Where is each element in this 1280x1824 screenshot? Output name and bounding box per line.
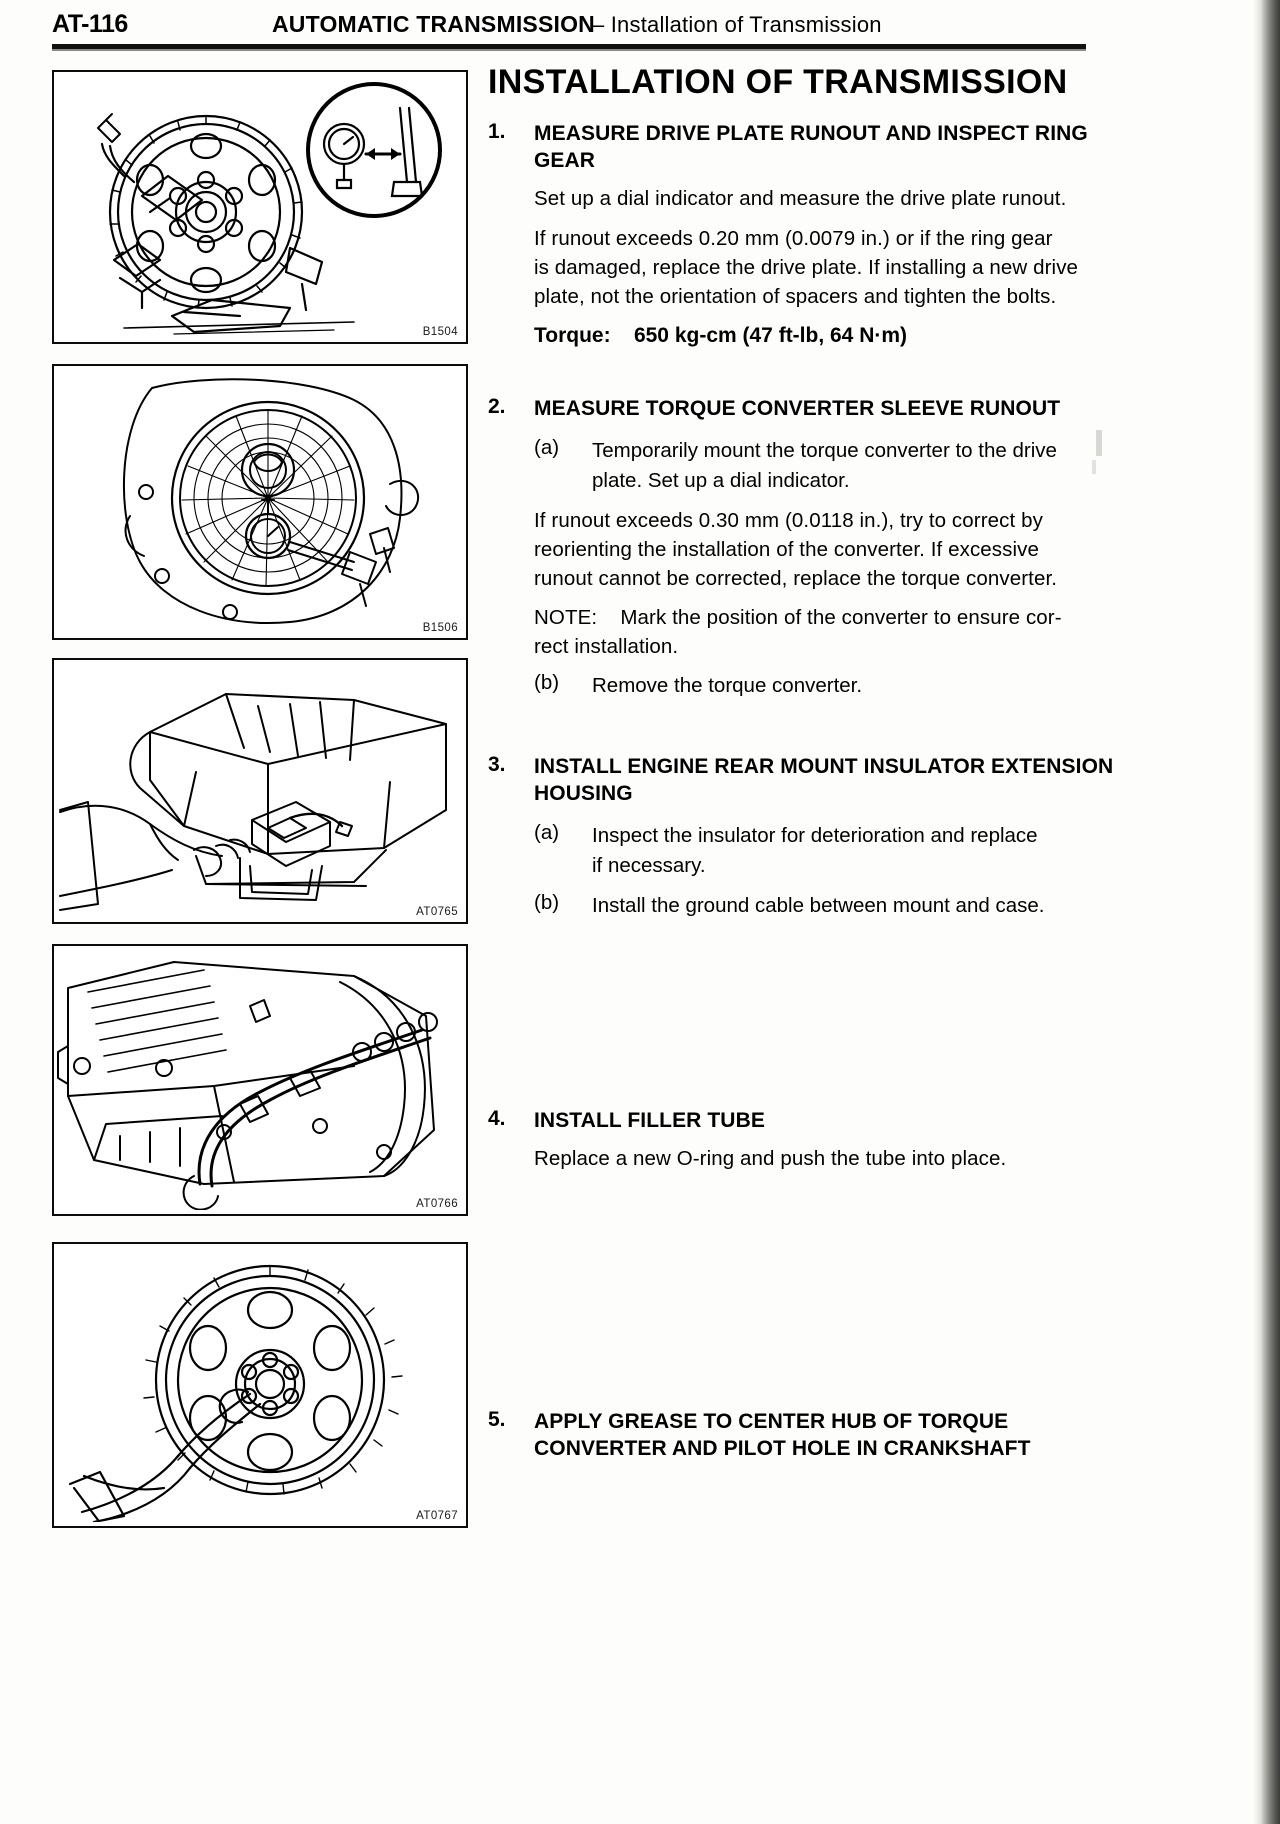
step-2-item-b-text: Remove the torque converter. [592, 674, 863, 697]
torque-value: 650 kg-cm (47 ft-lb, 64 N·m) [633, 324, 908, 347]
step-1: 1. MEASURE DRIVE PLATE RUNOUT AND INSPEC… [488, 120, 1188, 351]
step-3-number: 3. [488, 753, 506, 776]
step-5-number: 5. [488, 1408, 506, 1431]
step-2-paragraph-line3: runout cannot be corrected, replace the … [534, 567, 1058, 590]
step-2-item-a: (a) Temporarily mount the torque convert… [534, 436, 1188, 496]
note-label: NOTE: [534, 606, 598, 629]
step-2-heading: MEASURE TORQUE CONVERTER SLEEVE RUNOUT [534, 397, 1061, 420]
step-3-heading-line1: INSTALL ENGINE REAR MOUNT INSULATOR EXTE… [534, 755, 1114, 778]
step-3-item-a-line2: if necessary. [592, 854, 706, 877]
scan-artifact [1092, 460, 1096, 474]
step-1-heading-line2: GEAR [534, 149, 596, 172]
step-1-paragraph-2-line3: plate, not the orientation of spacers an… [534, 285, 1057, 308]
figure-4-drawing [57, 961, 438, 1210]
step-2-paragraph-line2: reorienting the installation of the conv… [534, 538, 1040, 561]
step-1-torque: Torque: 650 kg-cm (47 ft-lb, 64 N·m) [534, 321, 1188, 351]
step-3-item-a-line1: Inspect the insulator for deterioration … [592, 824, 1038, 847]
step-4-number: 4. [488, 1107, 506, 1130]
step-2-number: 2. [488, 395, 506, 418]
step-2-note-line2: rect installation. [534, 635, 679, 658]
step-1-paragraph-2-line1: If runout exceeds 0.20 mm (0.0079 in.) o… [534, 227, 1053, 250]
figure-engine-rear-mount-insulator-install: AT0765 [52, 658, 468, 924]
step-2-item-a-line2: plate. Set up a dial indicator. [592, 469, 850, 492]
header-title-bold: AUTOMATIC TRANSMISSION [272, 11, 595, 37]
step-3-item-b-text: Install the ground cable between mount a… [592, 894, 1045, 917]
figure-filler-tube-install: AT0766 [52, 944, 468, 1216]
step-5: 5. APPLY GREASE TO CENTER HUB OF TORQUE … [488, 1408, 1188, 1462]
page-header: AT-116 AUTOMATIC TRANSMISSION – Installa… [0, 0, 1100, 52]
step-2-item-b: (b) Remove the torque converter. [534, 671, 1188, 701]
step-3-item-b-label: (b) [534, 891, 560, 914]
page-edge-highlight [1252, 0, 1262, 1824]
step-1-paragraph-2-line2: is damaged, replace the drive plate. If … [534, 256, 1079, 279]
figure-drive-plate-runout-measurement: B1504 [52, 70, 468, 344]
figure-5-drawing [68, 1264, 403, 1522]
step-2: 2. MEASURE TORQUE CONVERTER SLEEVE RUNOU… [488, 395, 1188, 701]
step-3-heading-line2: HOUSING [534, 782, 633, 805]
step-5-heading-line1: APPLY GREASE TO CENTER HUB OF TORQUE [534, 1410, 1009, 1433]
step-2-item-a-line1: Temporarily mount the torque converter t… [592, 439, 1057, 462]
step-5-heading-line2: CONVERTER AND PILOT HOLE IN CRANKSHAFT [534, 1437, 1031, 1460]
step-4: 4. INSTALL FILLER TUBE Replace a new O-r… [488, 1107, 1188, 1174]
step-2-note-line1: NOTE: Mark the position of the converter… [534, 603, 1188, 632]
figure-code: AT0767 [416, 1510, 458, 1522]
page-number: AT-116 [52, 10, 128, 38]
step-2-paragraph-line1: If runout exceeds 0.30 mm (0.0118 in.), … [534, 509, 1043, 532]
step-4-heading: INSTALL FILLER TUBE [534, 1109, 765, 1132]
figure-apply-grease-center-hub: AT0767 [52, 1242, 468, 1528]
step-3-item-b: (b) Install the ground cable between mou… [534, 891, 1188, 921]
figure-code: AT0765 [416, 906, 458, 918]
step-1-paragraph-1: Set up a dial indicator and measure the … [534, 187, 1067, 210]
page-title: INSTALLATION OF TRANSMISSION [488, 63, 1068, 101]
step-3-item-a-label: (a) [534, 821, 560, 844]
figure-1-drawing [97, 82, 442, 335]
figure-code: B1504 [422, 326, 458, 338]
figure-2-drawing [122, 378, 419, 624]
step-3: 3. INSTALL ENGINE REAR MOUNT INSULATOR E… [488, 753, 1188, 921]
step-1-number: 1. [488, 120, 506, 143]
figure-torque-converter-sleeve-runout: B1506 [52, 364, 468, 640]
scan-gutter [1262, 0, 1280, 1824]
header-title-section: – Installation of Transmission [592, 12, 882, 37]
step-4-paragraph: Replace a new O-ring and push the tube i… [534, 1147, 1007, 1170]
figure-code: AT0766 [416, 1198, 458, 1210]
step-3-item-a: (a) Inspect the insulator for deteriorat… [534, 821, 1188, 881]
procedure-column: INSTALLATION OF TRANSMISSION 1. MEASURE … [488, 62, 1188, 1462]
step-2-item-a-label: (a) [534, 436, 560, 459]
figure-3-drawing [59, 693, 447, 911]
step-2-item-b-label: (b) [534, 671, 560, 694]
scan-artifact [1096, 430, 1102, 456]
note-text: Mark the position of the converter to en… [620, 606, 1062, 629]
header-rule [52, 44, 1086, 51]
step-1-heading-line1: MEASURE DRIVE PLATE RUNOUT AND INSPECT R… [534, 122, 1088, 145]
torque-label: Torque: [534, 324, 611, 347]
figure-code: B1506 [422, 622, 458, 634]
